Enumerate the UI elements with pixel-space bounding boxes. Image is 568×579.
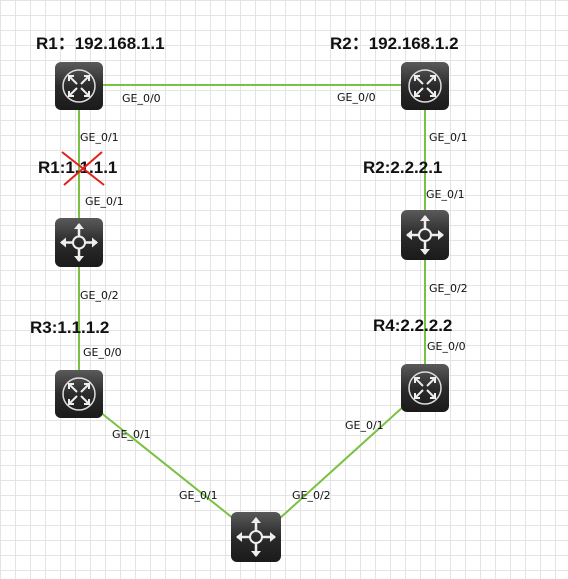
switch-left[interactable]: [55, 218, 103, 267]
router-icon: [62, 377, 96, 411]
cross-mark-icon: [61, 151, 105, 186]
port-label: GE_0/1: [80, 131, 119, 144]
r2-label: R2：192.168.1.2: [330, 34, 459, 53]
port-label: GE_0/0: [83, 346, 122, 359]
link-r4-switch-bottom: [278, 405, 405, 520]
port-label: GE_0/1: [426, 188, 465, 201]
port-label: GE_0/0: [427, 340, 466, 353]
router-r4[interactable]: [401, 364, 449, 412]
port-label: GE_0/1: [429, 131, 468, 144]
r2-sub-label: R2:2.2.2.1: [363, 158, 442, 177]
port-label: GE_0/1: [345, 419, 384, 432]
port-label: GE_0/1: [179, 489, 218, 502]
switch-bottom[interactable]: [231, 512, 281, 562]
port-label: GE_0/1: [85, 195, 124, 208]
router-icon: [408, 371, 442, 405]
router-icon: [408, 69, 442, 103]
links: [78, 84, 426, 520]
r1-label: R1：192.168.1.1: [36, 34, 165, 53]
port-label: GE_0/2: [292, 489, 331, 502]
port-label: GE_0/0: [122, 92, 161, 105]
r4-label: R4:2.2.2.2: [373, 316, 452, 335]
port-label: GE_0/2: [80, 289, 119, 302]
switch-icon: [406, 215, 444, 255]
port-label: GE_0/1: [112, 428, 151, 441]
link-r3-switch-bottom: [99, 411, 235, 520]
port-label: GE_0/2: [429, 282, 468, 295]
r3-label: R3:1.1.1.2: [30, 318, 109, 337]
port-label: GE_0/0: [337, 91, 376, 104]
switch-icon: [236, 517, 276, 557]
router-r1[interactable]: [55, 62, 103, 110]
router-icon: [62, 69, 96, 103]
switch-icon: [60, 223, 98, 262]
r1-sub-label: R1:1.1.1.1: [38, 158, 117, 177]
router-r2[interactable]: [401, 62, 449, 110]
switch-right[interactable]: [401, 210, 449, 260]
router-r3[interactable]: [55, 370, 103, 418]
